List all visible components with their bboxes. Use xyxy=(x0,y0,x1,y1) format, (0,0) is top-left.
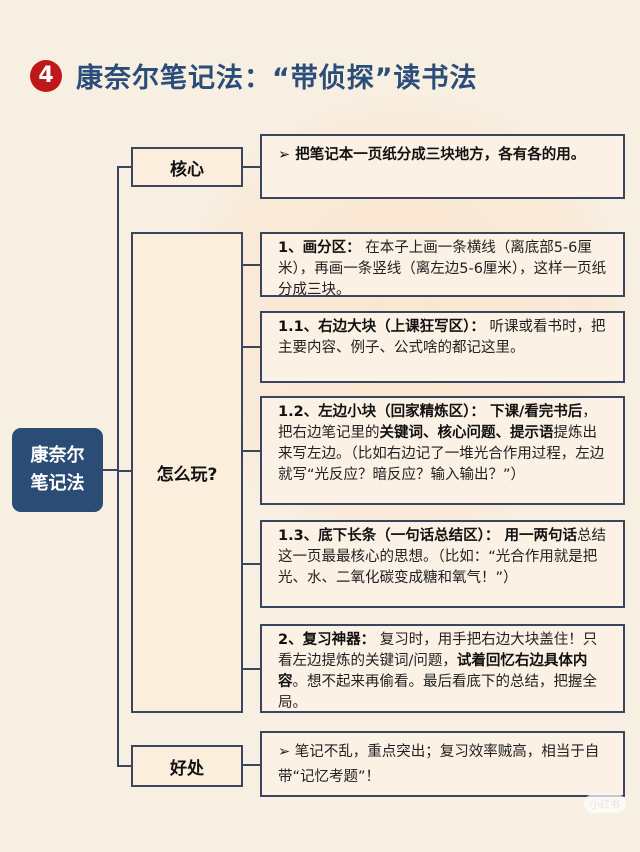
connector xyxy=(243,764,260,766)
connector xyxy=(117,765,131,767)
card-text: 。想不起来再偷看。最后看底下的总结，把握全局。 xyxy=(278,674,597,711)
card-text: 总结这一页最最核心的思想。（比如：“光合作用就是把光、水、二氧化碳变成糖和氧气！… xyxy=(278,528,606,586)
bold-text: 1、画分区： xyxy=(278,240,361,256)
card-core: ➢ 把笔记本一页纸分成三块地方，各有各的用。 xyxy=(260,134,625,199)
watermark: 小红书 xyxy=(584,794,626,813)
connector xyxy=(243,668,260,670)
bold-text: ➢ 把笔记本一页纸分成三块地方，各有各的用。 xyxy=(278,147,586,163)
card-text: ➢ 笔记不乱，重点突出；复习效率贼高，相当于自带“记忆考题”！ xyxy=(278,744,600,785)
card-text: 在本子上画一条横线（离底部5-6厘米），再画一条竖线（离左边5-6厘米），这样一… xyxy=(278,240,607,298)
bold-text: 1.1、右边大块（上课狂写区）： xyxy=(278,319,485,335)
page-title: 4 康奈尔笔记法：“带侦探”读书法 xyxy=(30,56,478,95)
connector xyxy=(243,166,260,168)
card-text: 听课或看书时，把主要内容、例子、公式啥的都记这里。 xyxy=(278,319,606,356)
branch-how-to: 怎么玩? xyxy=(131,232,243,713)
bold-text: 试着回忆右边具体内容 xyxy=(278,653,588,690)
card-bottom-strip: 1.3、底下长条（一句话总结区）： 用一两句话总结这一页最最核心的思想。（比如：… xyxy=(260,520,625,608)
connector xyxy=(243,346,260,348)
connector xyxy=(103,469,119,471)
card-text: 复习时，用手把右边大块盖住！只看左边提炼的关键词/问题， xyxy=(278,632,598,669)
card-left-block: 1.2、左边小块（回家精炼区）： 下课/看完书后，把右边笔记里的关键词、核心问题… xyxy=(260,396,625,505)
branch-benefits: 好处 xyxy=(131,745,243,787)
root-node: 康奈尔 笔记法 xyxy=(12,428,103,512)
card-text: 提炼出来写左边。（比如右边记了一堆光合作用过程，左边就写“光反应？暗反应？输入输… xyxy=(278,425,605,483)
card-review: 2、复习神器： 复习时，用手把右边大块盖住！只看左边提炼的关键词/问题，试着回忆… xyxy=(260,624,625,713)
connector xyxy=(243,450,260,452)
bold-text: 1.3、底下长条（一句话总结区）： 用一两句话 xyxy=(278,528,577,544)
connector xyxy=(117,470,131,472)
title-text: 康奈尔笔记法：“带侦探”读书法 xyxy=(76,63,478,94)
bold-text: 关键词、核心问题、提示语 xyxy=(379,425,554,441)
card-right-block: 1.1、右边大块（上课狂写区）： 听课或看书时，把主要内容、例子、公式啥的都记这… xyxy=(260,311,625,383)
connector xyxy=(243,563,260,565)
branch-core: 核心 xyxy=(131,147,243,187)
card-draw-sections: 1、画分区： 在本子上画一条横线（离底部5-6厘米），再画一条竖线（离左边5-6… xyxy=(260,232,625,298)
connector xyxy=(117,166,131,168)
connector xyxy=(243,264,260,266)
section-number-badge: 4 xyxy=(30,59,62,92)
bold-text: 2、复习神器： xyxy=(278,632,376,648)
card-text: ，把右边笔记里的 xyxy=(278,404,597,441)
card-benefits: ➢ 笔记不乱，重点突出；复习效率贼高，相当于自带“记忆考题”！ xyxy=(260,731,625,797)
bold-text: 1.2、左边小块（回家精炼区）： 下课/看完书后 xyxy=(278,404,583,420)
connector xyxy=(117,166,119,767)
